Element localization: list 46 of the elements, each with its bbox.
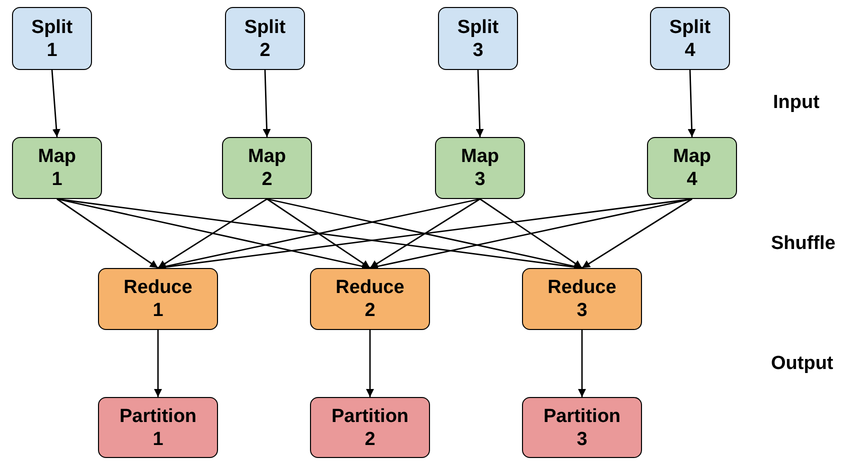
box-label: Reduce 2 (336, 276, 404, 322)
box-label: Map 4 (673, 145, 711, 191)
arrow (366, 330, 374, 397)
box-label: Split 1 (31, 16, 73, 62)
arrow (56, 198, 370, 270)
map-box (12, 137, 102, 199)
map-box (435, 137, 525, 199)
arrow (51, 70, 60, 138)
partition-box (522, 397, 642, 458)
split-box (438, 7, 518, 70)
arrow (476, 70, 484, 138)
box-label: Map 3 (461, 145, 499, 191)
box-label: Partition 1 (119, 404, 197, 450)
box-label: Map 1 (38, 145, 76, 191)
arrow (154, 330, 162, 397)
arrow (262, 70, 271, 138)
box-label: Split 3 (457, 16, 499, 62)
arrow (578, 330, 586, 397)
arrow (56, 198, 158, 269)
arrow (370, 198, 692, 270)
stage-label: Output (771, 353, 834, 375)
reduce-box (98, 268, 218, 330)
split-box (12, 7, 92, 70)
arrow (370, 198, 480, 269)
box-label: Map 2 (248, 145, 286, 191)
map-box (222, 137, 312, 199)
box-label: Split 4 (669, 16, 711, 62)
stage-label: Shuffle (771, 233, 836, 255)
arrow (266, 198, 370, 269)
box-label: Reduce 1 (124, 276, 192, 322)
reduce-box (522, 268, 642, 330)
partition-box (310, 397, 430, 458)
arrow (582, 198, 692, 269)
split-box (225, 7, 305, 70)
box-label: Split 2 (244, 16, 286, 62)
stage-label: Input (773, 92, 820, 114)
map-box (647, 137, 737, 199)
box-label: Partition 2 (331, 404, 409, 450)
box-label: Partition 3 (543, 404, 621, 450)
arrow (688, 70, 696, 138)
partition-box (98, 397, 218, 458)
reduce-box (310, 268, 430, 330)
split-box (650, 7, 730, 70)
arrow (480, 198, 582, 269)
arrow (158, 198, 268, 269)
box-label: Reduce 3 (548, 276, 616, 322)
